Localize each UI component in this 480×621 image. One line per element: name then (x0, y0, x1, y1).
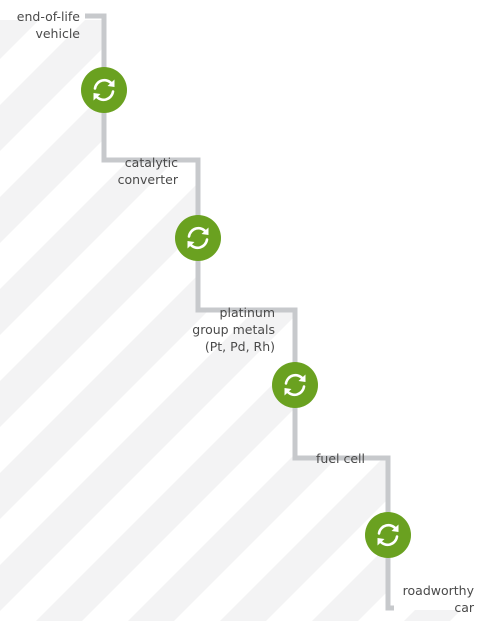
recycle-icon (81, 67, 127, 113)
step-label-catalytic-converter: catalytic converter (117, 155, 178, 187)
recycle-icon (272, 362, 318, 408)
step-label-platinum-group-metals: platinum group metals (Pt, Pd, Rh) (192, 305, 275, 354)
step-label-end-of-life-vehicle: end-of-life vehicle (16, 9, 80, 41)
recycle-icon (365, 512, 411, 558)
step-label-roadworthy-car: roadworthy car (402, 583, 474, 615)
step-label-fuel-cell: fuel cell (316, 451, 365, 466)
background-stripe (0, 20, 243, 621)
recycle-icon (175, 215, 221, 261)
